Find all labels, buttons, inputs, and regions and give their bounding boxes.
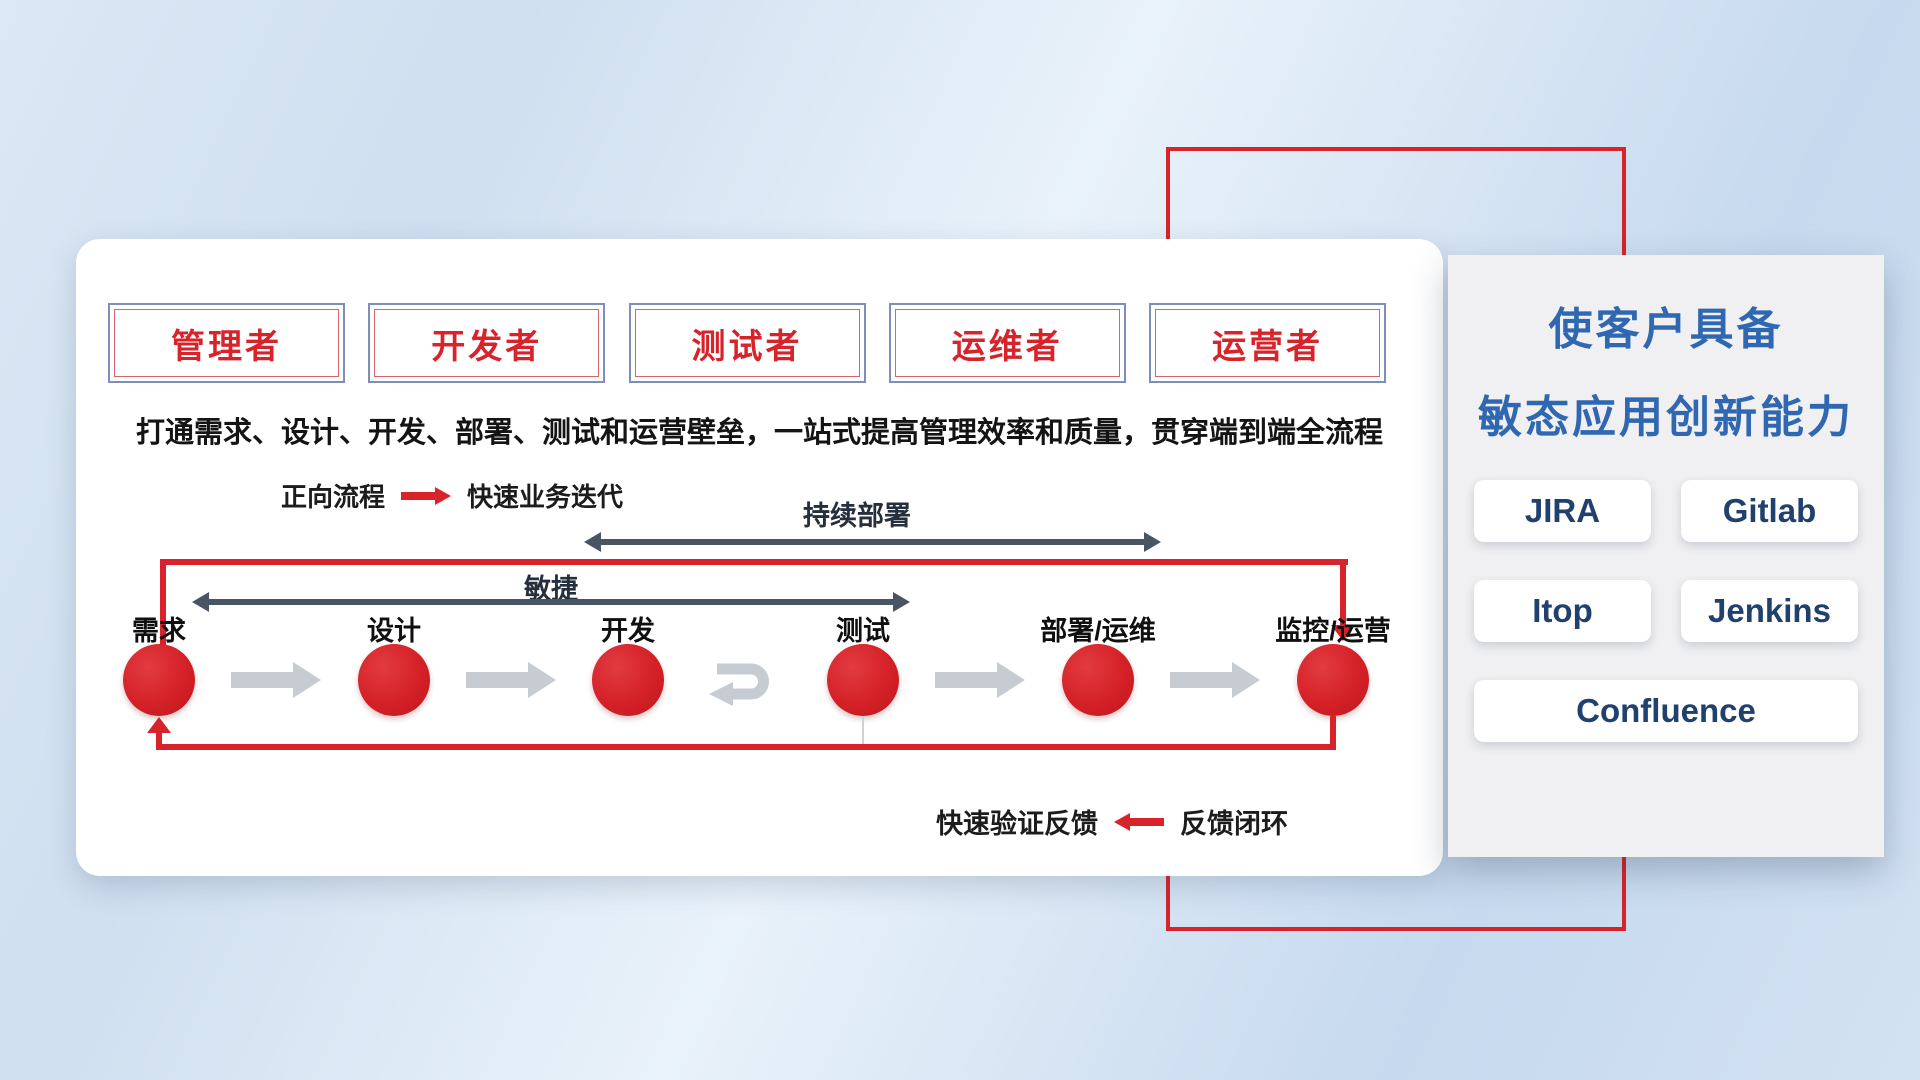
deploy-span-label: 持续部署 [757, 494, 957, 533]
tool-chip-gitlab: Gitlab [1681, 480, 1858, 542]
red-cycle-bottom-right-drop [1330, 716, 1336, 750]
stage-node-test [827, 644, 899, 716]
flow-arrow-icon [231, 662, 321, 698]
role-label: 开发者 [431, 327, 543, 366]
red-cycle-top-line [160, 559, 1348, 565]
red-cycle-right-drop [1340, 559, 1346, 625]
tool-chip-jenkins: Jenkins [1681, 580, 1858, 642]
role-label: 测试者 [691, 327, 803, 366]
red-cycle-bottom-line [156, 744, 1336, 750]
stage-label-design: 设计 [367, 616, 421, 646]
stage-label-deploy-ops: 部署/运维 [1040, 616, 1156, 646]
tool-chip-confluence: Confluence [1474, 680, 1858, 742]
stage-node-develop [592, 644, 664, 716]
role-box-operator: 运营者 [1149, 303, 1386, 383]
agile-span-arrow-icon [192, 592, 910, 612]
red-cycle-down-arrow-icon [1331, 625, 1355, 641]
legend-forward-desc: 快速业务迭代 [467, 482, 624, 512]
panel-title-line1: 使客户具备 [1548, 305, 1784, 354]
flow-arrow-icon [935, 662, 1025, 698]
role-box-developer: 开发者 [368, 303, 606, 383]
roles-row: 管理者 开发者 测试者 运维者 运营者 [108, 303, 1386, 383]
deploy-span-arrow-icon [584, 532, 1161, 552]
stage-node-design [358, 644, 430, 716]
feedback-arrow-icon [1114, 812, 1164, 831]
role-box-tester: 测试者 [628, 303, 866, 383]
capability-panel: 使客户具备 敏态应用创新能力 JIRA Gitlab Itop Jenkins … [1448, 255, 1884, 857]
role-box-ops: 运维者 [888, 303, 1126, 383]
card-subtitle: 打通需求、设计、开发、部署、测试和运营壁垒，一站式提高管理效率和质量，贯穿端到端… [135, 417, 1383, 449]
tool-chip-itop: Itop [1474, 580, 1651, 642]
legend-forward-label: 正向流程 [281, 482, 386, 512]
role-box-manager: 管理者 [108, 303, 345, 383]
legend-feedback-label: 反馈闭环 [1180, 809, 1288, 839]
legend-forward: 正向流程 快速业务迭代 [281, 477, 623, 514]
role-label: 运营者 [1212, 327, 1323, 366]
devops-flow-card: 管理者 开发者 测试者 运维者 运营者 打通需求、设计、开发、部署、测试和运营壁… [76, 239, 1443, 876]
forward-arrow-icon [401, 486, 452, 505]
flow-arrow-icon [466, 662, 556, 698]
legend-feedback-desc: 快速验证反馈 [936, 809, 1098, 839]
red-cycle-left-riser [160, 559, 166, 645]
stage-node-requirement [123, 644, 195, 716]
stage-label-test: 测试 [836, 616, 890, 646]
stage-label-requirement: 需求 [132, 616, 186, 646]
stage-node-monitor [1297, 644, 1369, 716]
stage-label-monitor: 监控/运营 [1275, 616, 1391, 646]
red-cycle-up-arrow-icon [147, 717, 171, 733]
panel-title-line2: 敏态应用创新能力 [1478, 393, 1854, 442]
test-connector-line [862, 716, 864, 746]
role-label: 管理者 [171, 327, 282, 366]
role-label: 运维者 [951, 327, 1063, 366]
stage-node-deploy-ops [1062, 644, 1134, 716]
legend-feedback: 快速验证反馈 反馈闭环 [936, 802, 1288, 841]
tool-chip-jira: JIRA [1474, 480, 1651, 542]
stage-label-develop: 开发 [601, 616, 655, 646]
flow-arrow-icon [1170, 662, 1260, 698]
iteration-loop-icon [709, 663, 769, 706]
tool-grid: JIRA Gitlab Itop Jenkins Confluence [1474, 480, 1858, 742]
red-cycle-bottom-left-riser [156, 731, 162, 750]
